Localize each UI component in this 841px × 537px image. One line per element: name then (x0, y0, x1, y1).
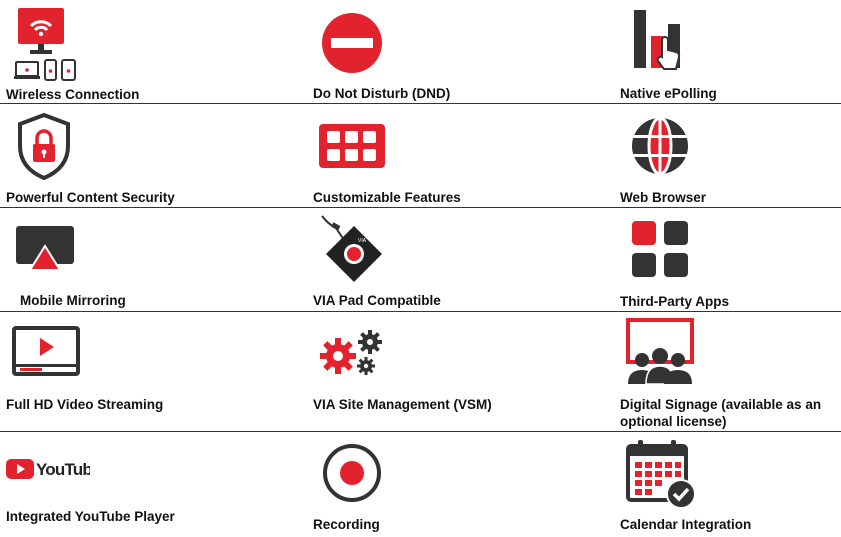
signage-audience-icon (624, 318, 696, 386)
feature-label: Wireless Connection (6, 87, 140, 102)
apps-grid-icon (632, 221, 690, 279)
youtube-wordmark: YouTube (36, 460, 90, 479)
feature-label: Calendar Integration (620, 517, 752, 532)
feature-label: VIA Pad Compatible (313, 293, 441, 308)
grid-keypad-icon (319, 124, 385, 168)
record-icon (322, 443, 382, 503)
feature-label: Web Browser (620, 190, 707, 205)
globe-icon (630, 116, 690, 176)
youtube-logo-icon: YouTube (6, 458, 90, 480)
feature-label: Recording (313, 517, 380, 532)
via-pad-icon: VIA (318, 214, 388, 284)
do-not-disturb-icon (321, 12, 383, 74)
feature-label: Full HD Video Streaming (6, 397, 164, 412)
shield-lock-icon (16, 112, 72, 180)
feature-label: Native ePolling (620, 86, 717, 101)
row-divider (0, 311, 841, 312)
airplay-icon (16, 226, 76, 276)
feature-label: Digital Signage (available as an optiona… (620, 397, 822, 429)
via-pad-text: VIA (358, 238, 367, 244)
epolling-icon (632, 8, 686, 76)
feature-label: Integrated YouTube Player (6, 509, 175, 524)
row-divider (0, 431, 841, 432)
feature-label: Customizable Features (313, 190, 461, 205)
feature-label: Mobile Mirroring (20, 293, 126, 308)
feature-label: VIA Site Management (VSM) (313, 397, 492, 412)
row-divider (0, 207, 841, 208)
video-player-icon (12, 326, 80, 378)
gears-icon (318, 328, 388, 378)
calendar-check-icon (626, 440, 698, 510)
feature-label: Third-Party Apps (620, 294, 730, 309)
feature-label: Do Not Disturb (DND) (313, 86, 451, 101)
feature-label: Powerful Content Security (6, 190, 175, 205)
wireless-connection-icon (14, 6, 82, 82)
row-divider (0, 103, 841, 104)
